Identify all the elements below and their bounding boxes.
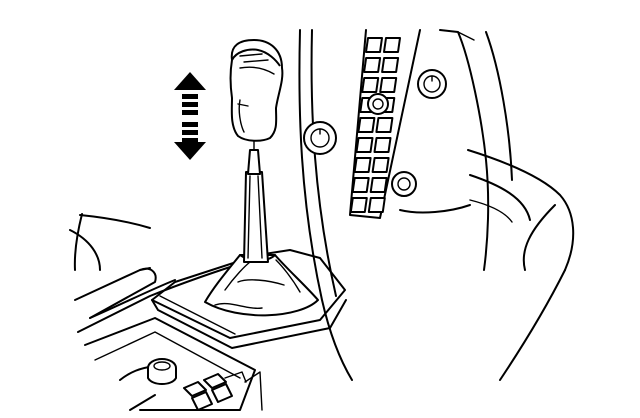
dashboard-button [365,37,383,53]
dashboard-button [371,157,390,173]
dashboard-button [383,37,401,53]
dashboard-button [379,77,398,93]
gear-lever-boot [204,254,319,317]
console-bezel [151,249,347,349]
arrow-bar [182,122,198,127]
dashboard-button [357,117,376,133]
dashboard-button [381,57,400,73]
arrow-bar [182,102,198,107]
center-console [467,149,575,381]
arrow-bar [182,110,198,115]
driver-seat-edge [69,213,151,271]
dashboard-button [355,137,374,153]
dashboard-button [361,77,380,93]
console-button-group [183,371,247,411]
dashboard-button [369,177,388,193]
dashboard-button [351,177,370,193]
climate-dial-left [303,121,337,155]
small-dial-lower [391,171,417,197]
arrow-bar [182,130,198,135]
dashboard-button [375,117,394,133]
arrow-bar [182,94,198,99]
rotary-control-knob [147,358,177,385]
lower-console-switches [84,317,263,411]
dashboard-button [363,57,382,73]
center-knob [367,93,389,115]
dashboard-button [353,157,372,173]
gear-shift-knob [229,39,284,142]
dashboard-button [373,137,392,153]
dashboard-button [349,197,368,213]
arrow-bar [182,138,198,143]
up-down-arrow-icon [174,72,206,160]
dashboard-button [367,197,386,213]
gear-lever-shaft [243,139,269,263]
climate-dial-right [417,69,447,99]
